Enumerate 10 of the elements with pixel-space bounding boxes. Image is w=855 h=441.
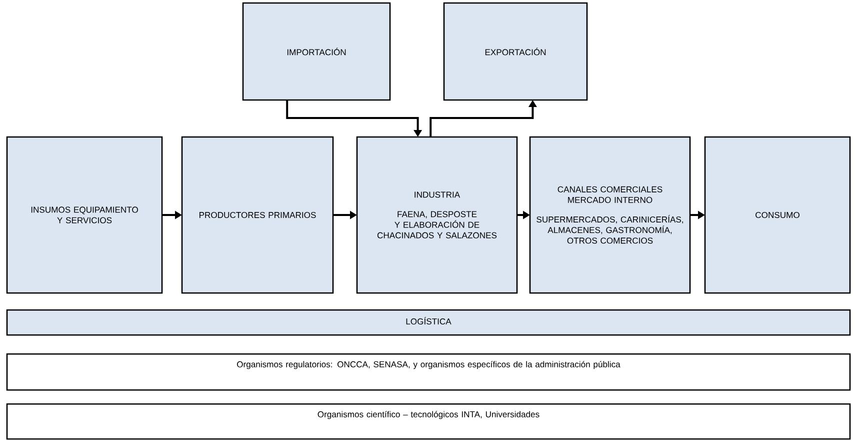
band-box: LOGÍSTICA [6, 309, 851, 336]
band-box: Organismos científico – tecnológicos INTA, Universidades [6, 403, 851, 440]
process-box: IMPORTACIÓN [242, 2, 391, 101]
process-box: INDUSTRIA FAENA, DESPOSTE Y ELABORACIÓN DE CHACINADOS Y SALAZONES [356, 136, 518, 294]
process-box: CONSUMO [704, 136, 851, 294]
process-box: INSUMOS EQUIPAMIENTO Y SERVICIOS [6, 136, 163, 294]
band-box: Organismos regulatorios: ONCCA, SENASA, y organismos específicos de la administración pública [6, 353, 851, 391]
process-box: PRODUCTORES PRIMARIOS [181, 136, 334, 294]
process-box: CANALES COMERCIALES MERCADO INTERNO SUPERMERCADOS, CARINICERÍAS, ALMACENES, GASTRONOMÍA, OTROS COMERCIOS [529, 136, 691, 294]
process-box: EXPORTACIÓN [443, 2, 588, 101]
